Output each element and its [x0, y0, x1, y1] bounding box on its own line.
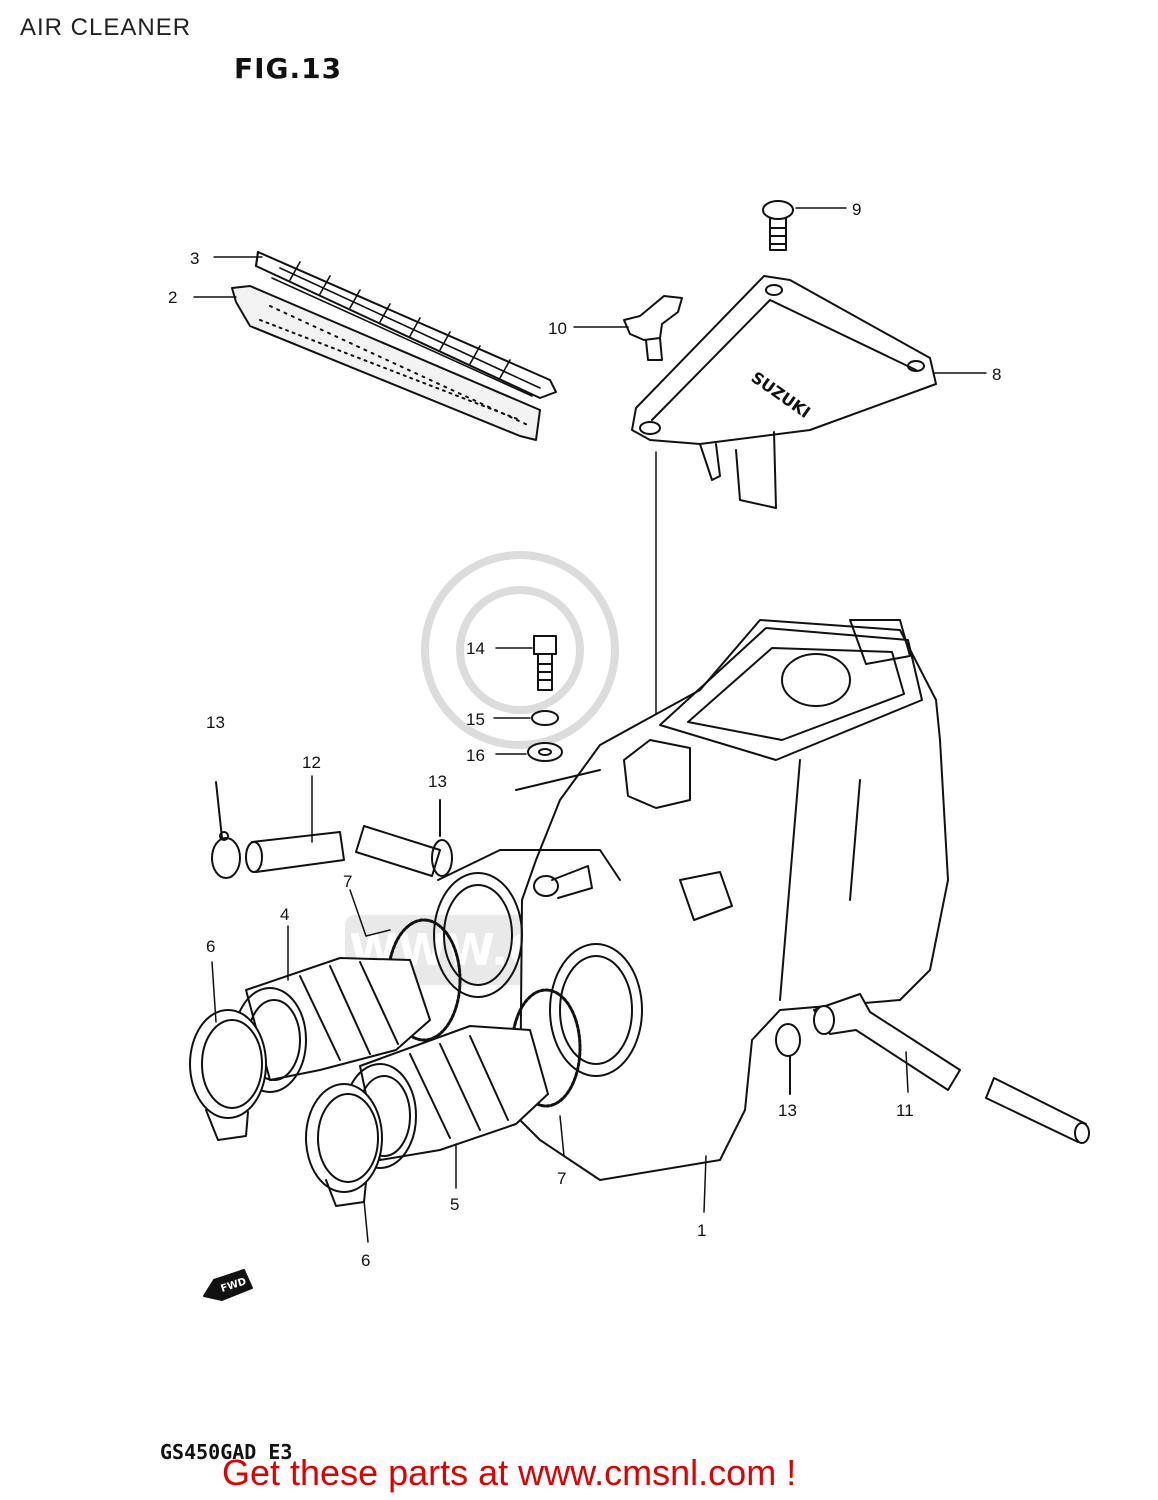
- forward-arrow-icon: [203, 1269, 253, 1301]
- filter-grid-part-3: [255, 251, 557, 399]
- model-code: GS450GAD E3: [160, 1440, 293, 1464]
- hose-clip-part-13b: [431, 799, 453, 877]
- wing-bolt-part-10: [623, 295, 683, 361]
- hose-clip-part-13a: [211, 781, 241, 879]
- callout-12: 12: [302, 753, 321, 772]
- callout-9: 9: [852, 200, 861, 219]
- callout-6b: 6: [361, 1251, 370, 1270]
- page-title: AIR CLEANER: [20, 14, 192, 41]
- callout-3: 3: [190, 249, 199, 268]
- air-cleaner-cover-part-8: [631, 275, 937, 509]
- callout-leaders: [193, 207, 987, 1243]
- hose-clamp-part-6a: [189, 1009, 267, 1141]
- intake-boot-part-4: [233, 957, 431, 1093]
- lock-washer-part-15: [531, 710, 559, 726]
- callout-1: 1: [697, 1221, 706, 1240]
- screw-part-9: [762, 200, 794, 251]
- callout-14: 14: [466, 639, 485, 658]
- hose-clip-part-13c: [775, 1023, 801, 1095]
- callout-15: 15: [466, 710, 485, 729]
- foam-element-part-2: [231, 285, 541, 441]
- callout-7b: 7: [557, 1169, 566, 1188]
- hose-clamp-part-6b: [305, 1083, 383, 1207]
- callout-4: 4: [280, 905, 289, 924]
- callout-10: 10: [548, 319, 567, 338]
- callout-11: 11: [896, 1101, 914, 1120]
- air-cleaner-box-part-1: [433, 619, 949, 1181]
- hose-part-12: [245, 825, 441, 877]
- callout-7a: 7: [343, 872, 352, 891]
- callout-13b: 13: [428, 772, 447, 791]
- callout-8: 8: [992, 365, 1001, 384]
- callout-5: 5: [450, 1195, 459, 1214]
- callout-16: 16: [466, 746, 485, 765]
- callout-6a: 6: [206, 937, 215, 956]
- washer-part-16: [527, 742, 563, 762]
- figure-title: FIG.13: [234, 52, 343, 85]
- callout-13c: 13: [778, 1101, 797, 1120]
- callout-13a: 13: [206, 713, 225, 732]
- bolt-part-14: [533, 635, 557, 691]
- promo-link[interactable]: Get these parts at www.cmsnl.com !: [222, 1452, 797, 1493]
- breather-hose-part-11: [813, 993, 1090, 1144]
- intake-boot-part-5: [343, 1025, 549, 1169]
- callout-2: 2: [168, 288, 177, 307]
